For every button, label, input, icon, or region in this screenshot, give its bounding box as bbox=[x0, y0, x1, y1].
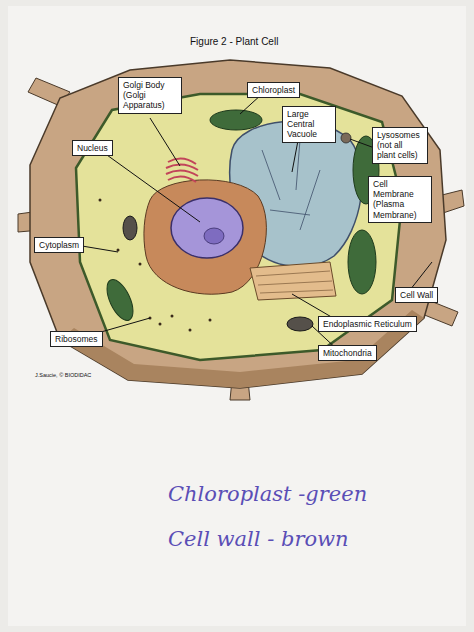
part-name: Endoplasmic Reticulum bbox=[323, 319, 412, 329]
part-label-box: Large Central Vacuole bbox=[282, 106, 336, 143]
figure-title: Figure 2 - Plant Cell bbox=[190, 36, 278, 47]
part-label-box: Lysosomes (not all plant cells) bbox=[372, 127, 428, 164]
part-name: Chloroplast bbox=[252, 85, 295, 95]
rough-er-shape bbox=[144, 180, 266, 294]
part-name: Cytoplasm bbox=[39, 240, 79, 250]
part-label-box: Mitochondria bbox=[318, 345, 377, 361]
mitochondrion-shape bbox=[123, 216, 137, 240]
part-label-box: Ribosomes bbox=[50, 331, 103, 347]
part-name: Cell Membrane (Plasma Membrane) bbox=[373, 179, 427, 220]
part-label-box: Cell Membrane (Plasma Membrane) bbox=[368, 176, 432, 223]
part-label-box: Chloroplast bbox=[247, 82, 300, 98]
chloroplast-shape bbox=[348, 230, 376, 294]
part-label-box: Nucleus bbox=[72, 140, 113, 156]
er-folds bbox=[256, 271, 333, 293]
golgi-stack bbox=[166, 158, 198, 182]
nucleus-shape bbox=[171, 198, 243, 258]
cell-wall-shape bbox=[30, 60, 446, 388]
chloroplast-shape bbox=[210, 110, 262, 130]
vacuole-strands bbox=[262, 140, 320, 230]
handwritten-note: Chloroplast -green bbox=[168, 482, 367, 506]
part-name: Golgi Body (Golgi Apparatus) bbox=[123, 80, 177, 111]
part-label-box: Endoplasmic Reticulum bbox=[318, 316, 417, 332]
part-name: Ribosomes bbox=[55, 334, 98, 344]
part-name: Cell Wall bbox=[400, 290, 433, 300]
chloroplast-shape bbox=[102, 276, 139, 324]
part-name: Nucleus bbox=[77, 143, 108, 153]
part-label-box: Cell Wall bbox=[395, 287, 438, 303]
part-name: Large Central Vacuole bbox=[287, 109, 331, 140]
lysosome-shape bbox=[341, 133, 351, 143]
handwritten-note: Cell wall - brown bbox=[168, 527, 349, 551]
paper-sheet bbox=[8, 6, 466, 626]
part-name: Mitochondria bbox=[323, 348, 372, 358]
part-label-box: Golgi Body (Golgi Apparatus) bbox=[118, 77, 182, 114]
part-label-box: Cytoplasm bbox=[34, 237, 84, 253]
credit-text: J.Saucie, © BIODIDAC bbox=[35, 372, 91, 378]
mitochondrion-shape bbox=[287, 317, 313, 331]
part-name: Lysosomes (not all plant cells) bbox=[377, 130, 423, 161]
nucleolus-shape bbox=[204, 228, 224, 244]
leader-lines bbox=[70, 94, 432, 352]
